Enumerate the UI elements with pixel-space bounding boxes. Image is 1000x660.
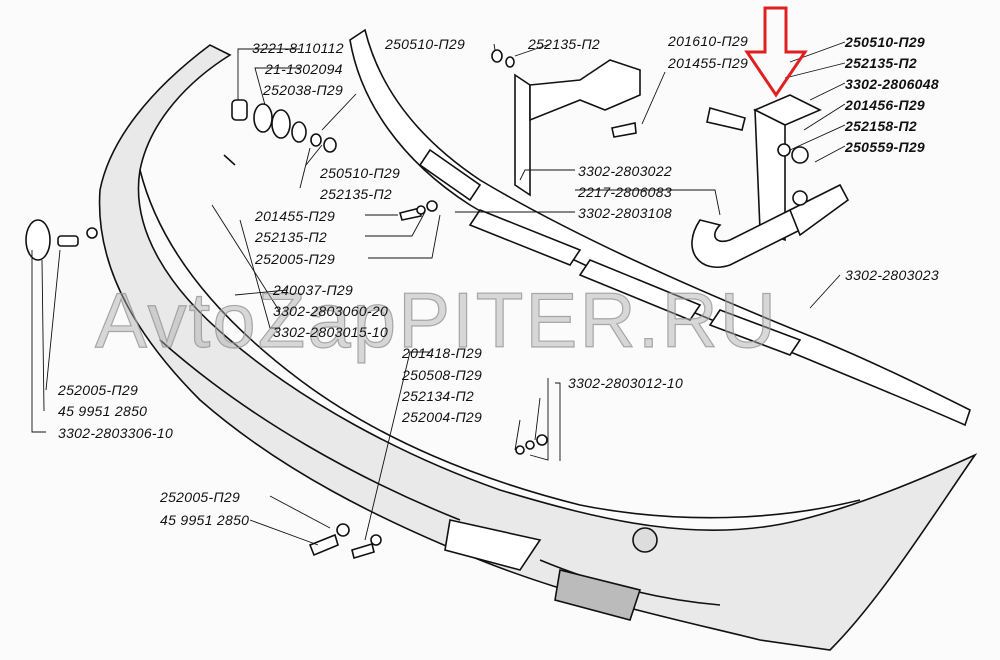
- part-label: 252005-П29: [255, 251, 336, 267]
- red-arrow: [744, 6, 808, 98]
- bumper-shell: [98, 44, 978, 651]
- part-label: 252158-П2: [845, 118, 917, 134]
- part-label: 3302-2803060-20: [273, 303, 389, 319]
- part-label: 250510-П29: [320, 165, 401, 181]
- part-label: 252135-П2: [528, 36, 601, 52]
- part-label: 250510-П29: [845, 34, 926, 50]
- part-label: 3302-2803306-10: [58, 425, 174, 441]
- part-label: 252004-П29: [402, 409, 483, 425]
- part-label: 201455-П29: [668, 55, 749, 71]
- tow-hook-bracket: [691, 94, 850, 268]
- part-label: 250508-П29: [402, 367, 483, 383]
- part-label: 3302-2803023: [845, 267, 939, 283]
- part-label: 250559-П29: [845, 139, 926, 155]
- part-label: 45 9951 2850: [58, 403, 148, 419]
- mounting-bracket-left: [514, 59, 641, 197]
- part-label: 201456-П29: [845, 97, 926, 113]
- part-label: 252005-П29: [58, 382, 139, 398]
- part-label: 3302-2803012-10: [568, 375, 684, 391]
- part-label: 252135-П2: [320, 186, 393, 202]
- part-label: 3302-2803108: [578, 205, 672, 221]
- reinforcement-beam: [349, 28, 971, 427]
- part-label: 3302-2803015-10: [273, 324, 389, 340]
- part-label: 201455-П29: [255, 208, 336, 224]
- part-label: 252135-П2: [845, 55, 917, 71]
- leader-lines: [31, 41, 846, 546]
- part-label: 3302-2806048: [845, 76, 939, 92]
- watermark: AvtoZapPITER.RU: [94, 275, 779, 364]
- part-label: 21-1302094: [265, 61, 343, 77]
- part-label: 240037-П29: [273, 282, 354, 298]
- part-label: 252038-П29: [263, 82, 344, 98]
- part-label: 3221-8110112: [252, 40, 344, 56]
- part-label: 252135-П2: [255, 229, 328, 245]
- part-label: 252005-П29: [160, 489, 241, 505]
- part-label: 3302-2803022: [578, 163, 672, 179]
- part-label: 2217-2806083: [578, 184, 672, 200]
- part-label: 252134-П2: [402, 388, 475, 404]
- part-label: 250510-П29: [385, 36, 466, 52]
- part-label: 201418-П29: [402, 345, 483, 361]
- part-label: 201610-П29: [668, 33, 749, 49]
- part-label: 45 9951 2850: [160, 512, 250, 528]
